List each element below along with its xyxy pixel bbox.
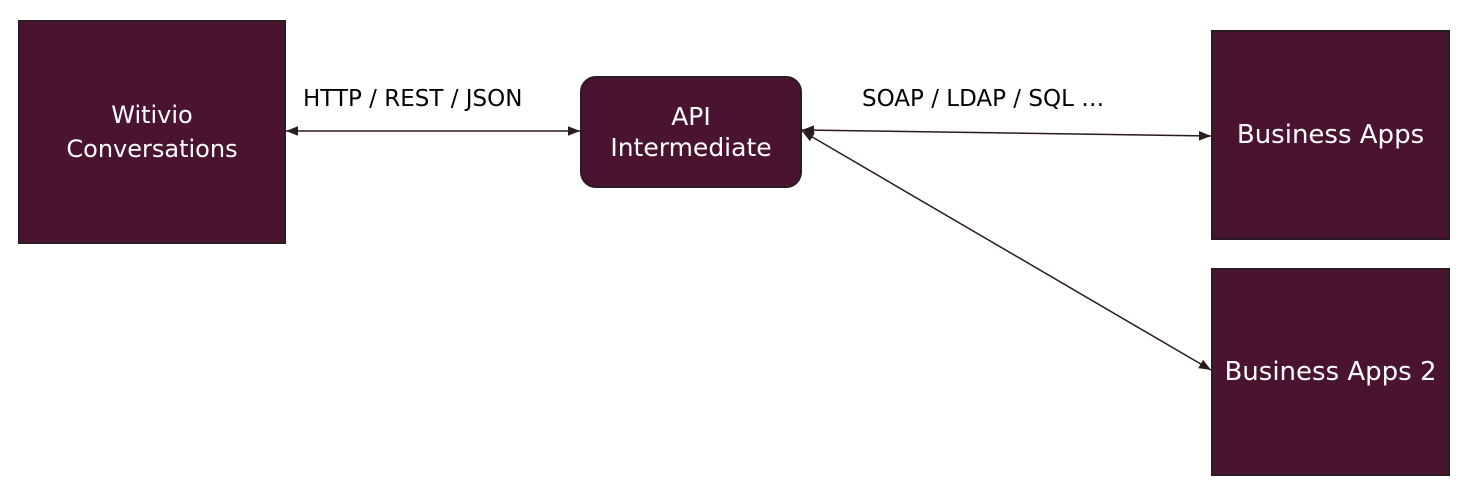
api-intermediate-label: API Intermediate <box>610 102 772 162</box>
http-rest-json-label: HTTP / REST / JSON <box>303 86 523 112</box>
business-apps-2-node: Business Apps 2 <box>1211 268 1450 476</box>
api-intermediate-node: API Intermediate <box>580 76 802 188</box>
business-apps-node: Business Apps <box>1211 30 1450 240</box>
connector-api-business-apps <box>801 125 1212 141</box>
witivio-conversations-label: Witivio Conversations <box>66 101 238 163</box>
soap-ldap-sql-label: SOAP / LDAP / SQL … <box>862 86 1105 112</box>
witivio-conversations-node: Witivio Conversations <box>18 20 286 244</box>
business-apps-label: Business Apps <box>1236 120 1425 150</box>
connector-api-business-apps-2 <box>801 130 1212 371</box>
business-apps-2-label: Business Apps 2 <box>1224 357 1437 387</box>
